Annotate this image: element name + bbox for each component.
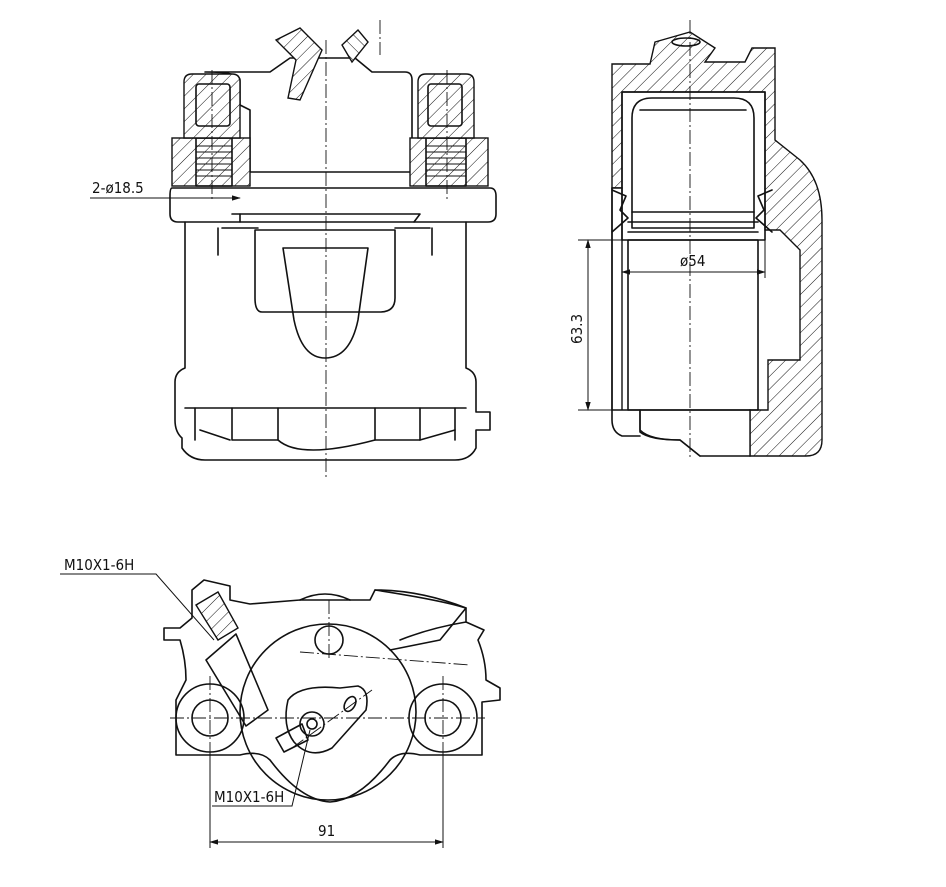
dim-piston-diameter: ø54 bbox=[680, 252, 705, 270]
top-view: M10X1-6H M10X1-6H 91 bbox=[60, 556, 501, 848]
dim-hole-spacing: 91 bbox=[318, 822, 335, 840]
side-view: ø54 63.3 bbox=[568, 20, 823, 460]
dim-bolt-holes: 2-ø18.5 bbox=[92, 179, 144, 197]
dim-thread-upper: M10X1-6H bbox=[64, 556, 134, 574]
dim-thread-lower: M10X1-6H bbox=[214, 788, 284, 806]
dim-height: 63.3 bbox=[568, 314, 586, 344]
front-view: 2-ø18.5 bbox=[90, 20, 497, 480]
